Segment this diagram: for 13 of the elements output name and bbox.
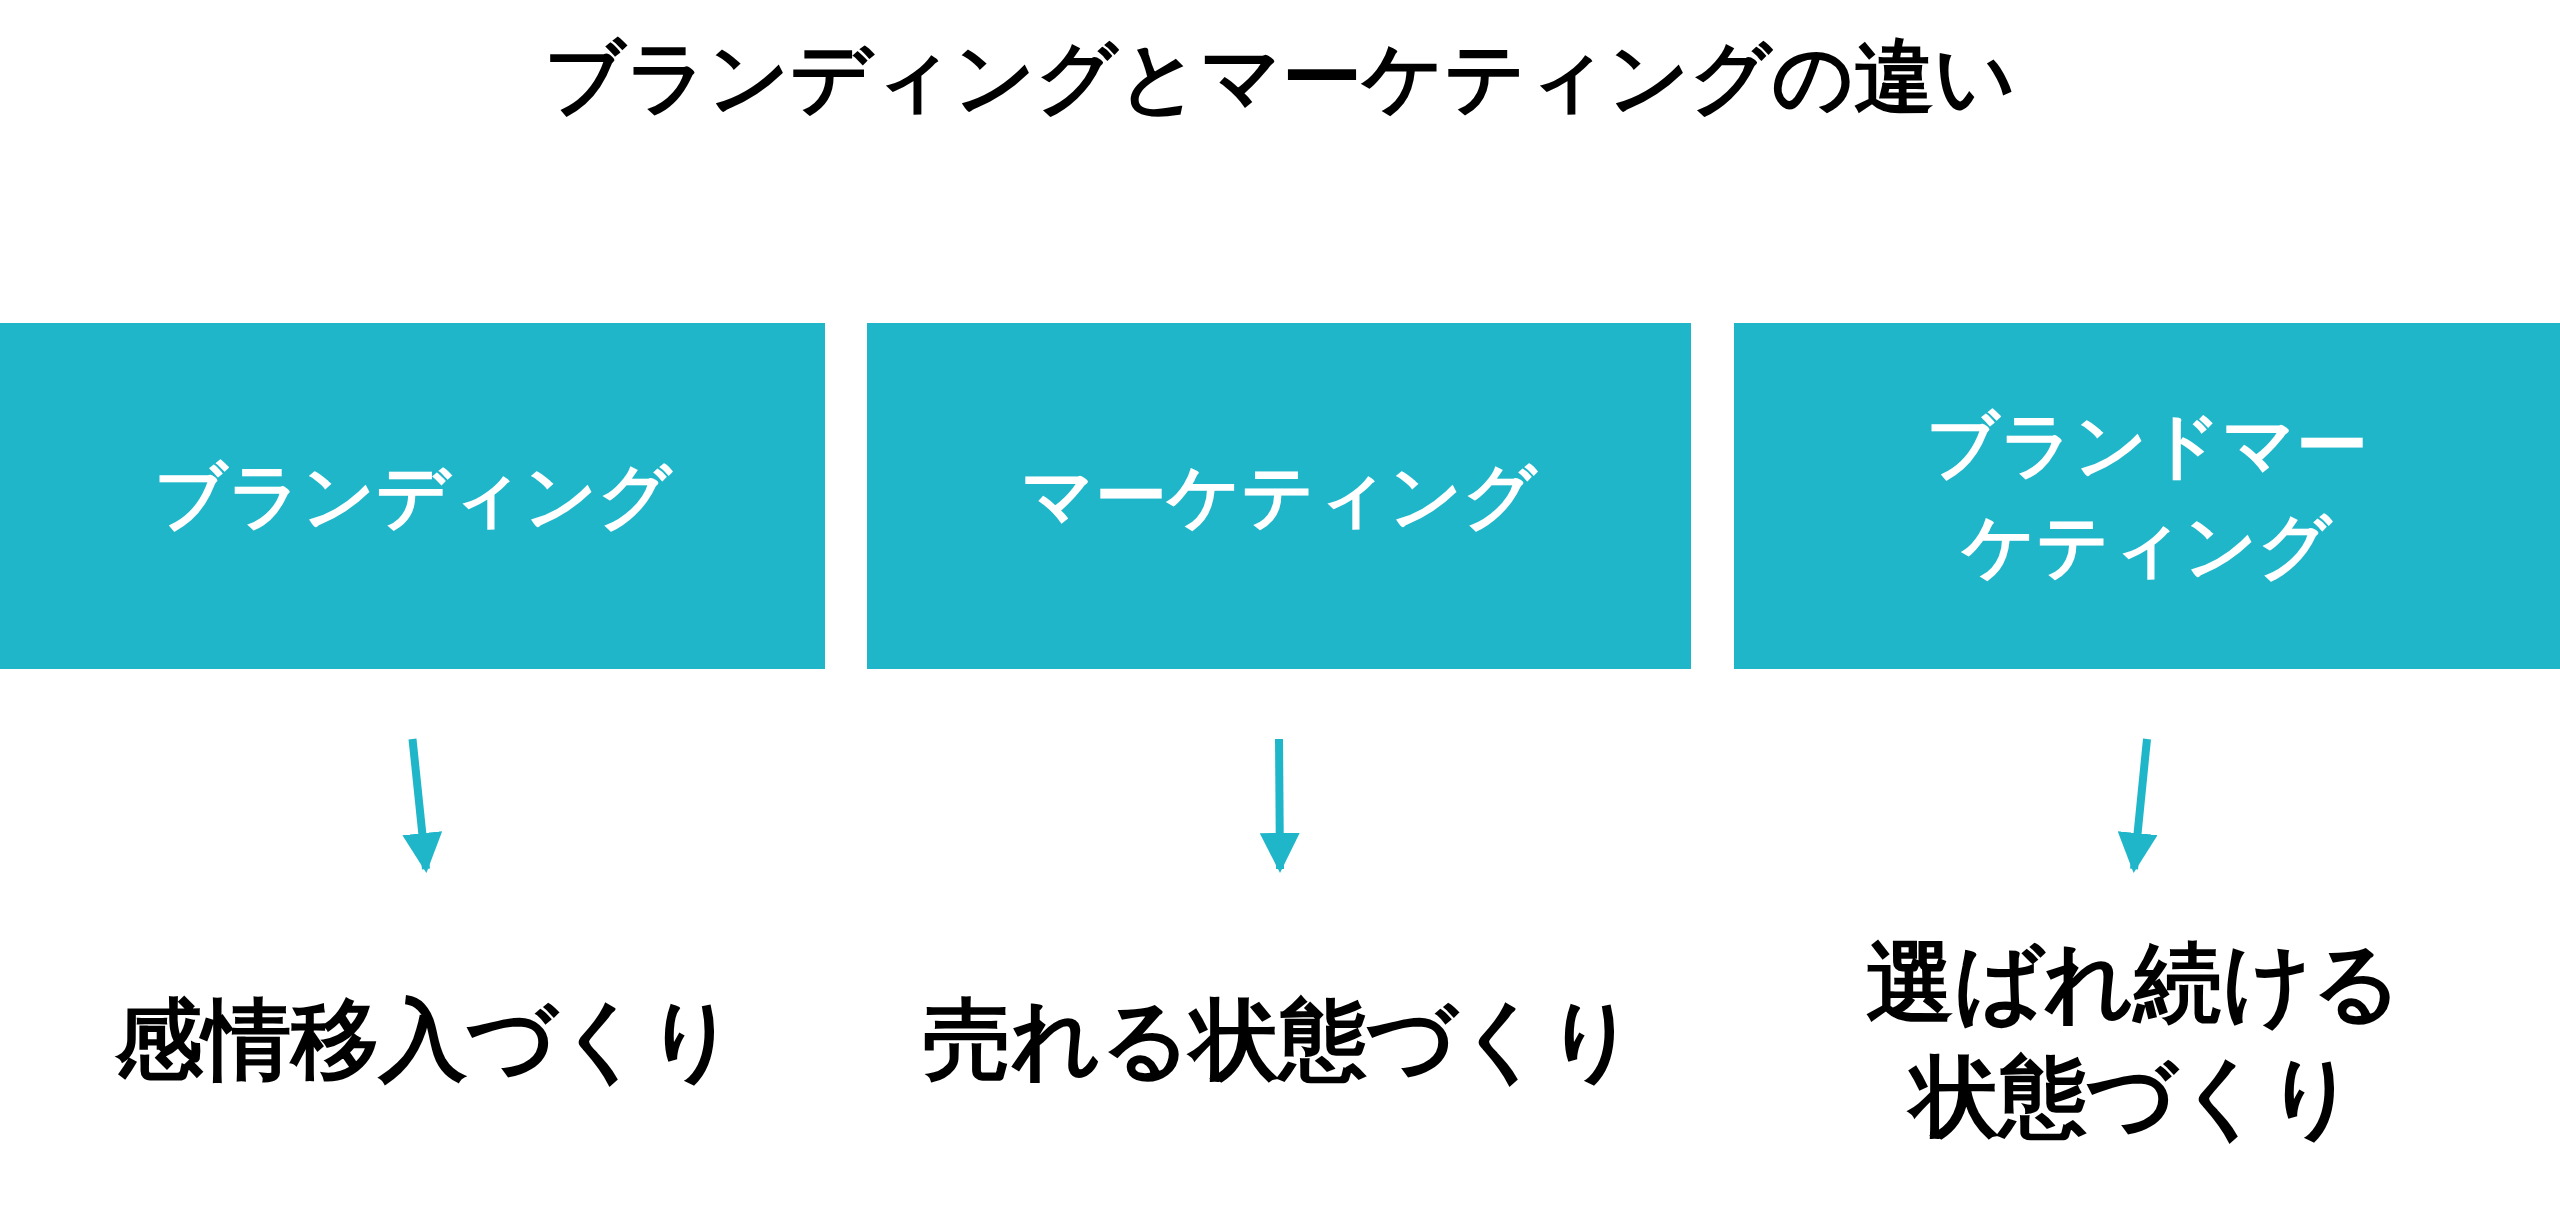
result-text: 選ばれ続ける状態づくり bbox=[1865, 931, 2403, 1148]
arrow bbox=[1259, 738, 1300, 873]
arrow bbox=[2117, 738, 2158, 873]
label-box bbox=[867, 323, 1691, 669]
arrow bbox=[402, 738, 443, 873]
label-box bbox=[1734, 323, 2560, 669]
box-label: ブランドマーケティング bbox=[1925, 404, 2369, 588]
result-text: 売れる状態づくり bbox=[922, 988, 1638, 1091]
box-label: ブランディング bbox=[152, 454, 674, 538]
box-label: マーケティング bbox=[1020, 454, 1539, 538]
label-box bbox=[0, 323, 825, 669]
result-text: 感情移入づくり bbox=[114, 988, 738, 1091]
title: ブランディングとマーケティングの違い bbox=[543, 32, 2017, 124]
